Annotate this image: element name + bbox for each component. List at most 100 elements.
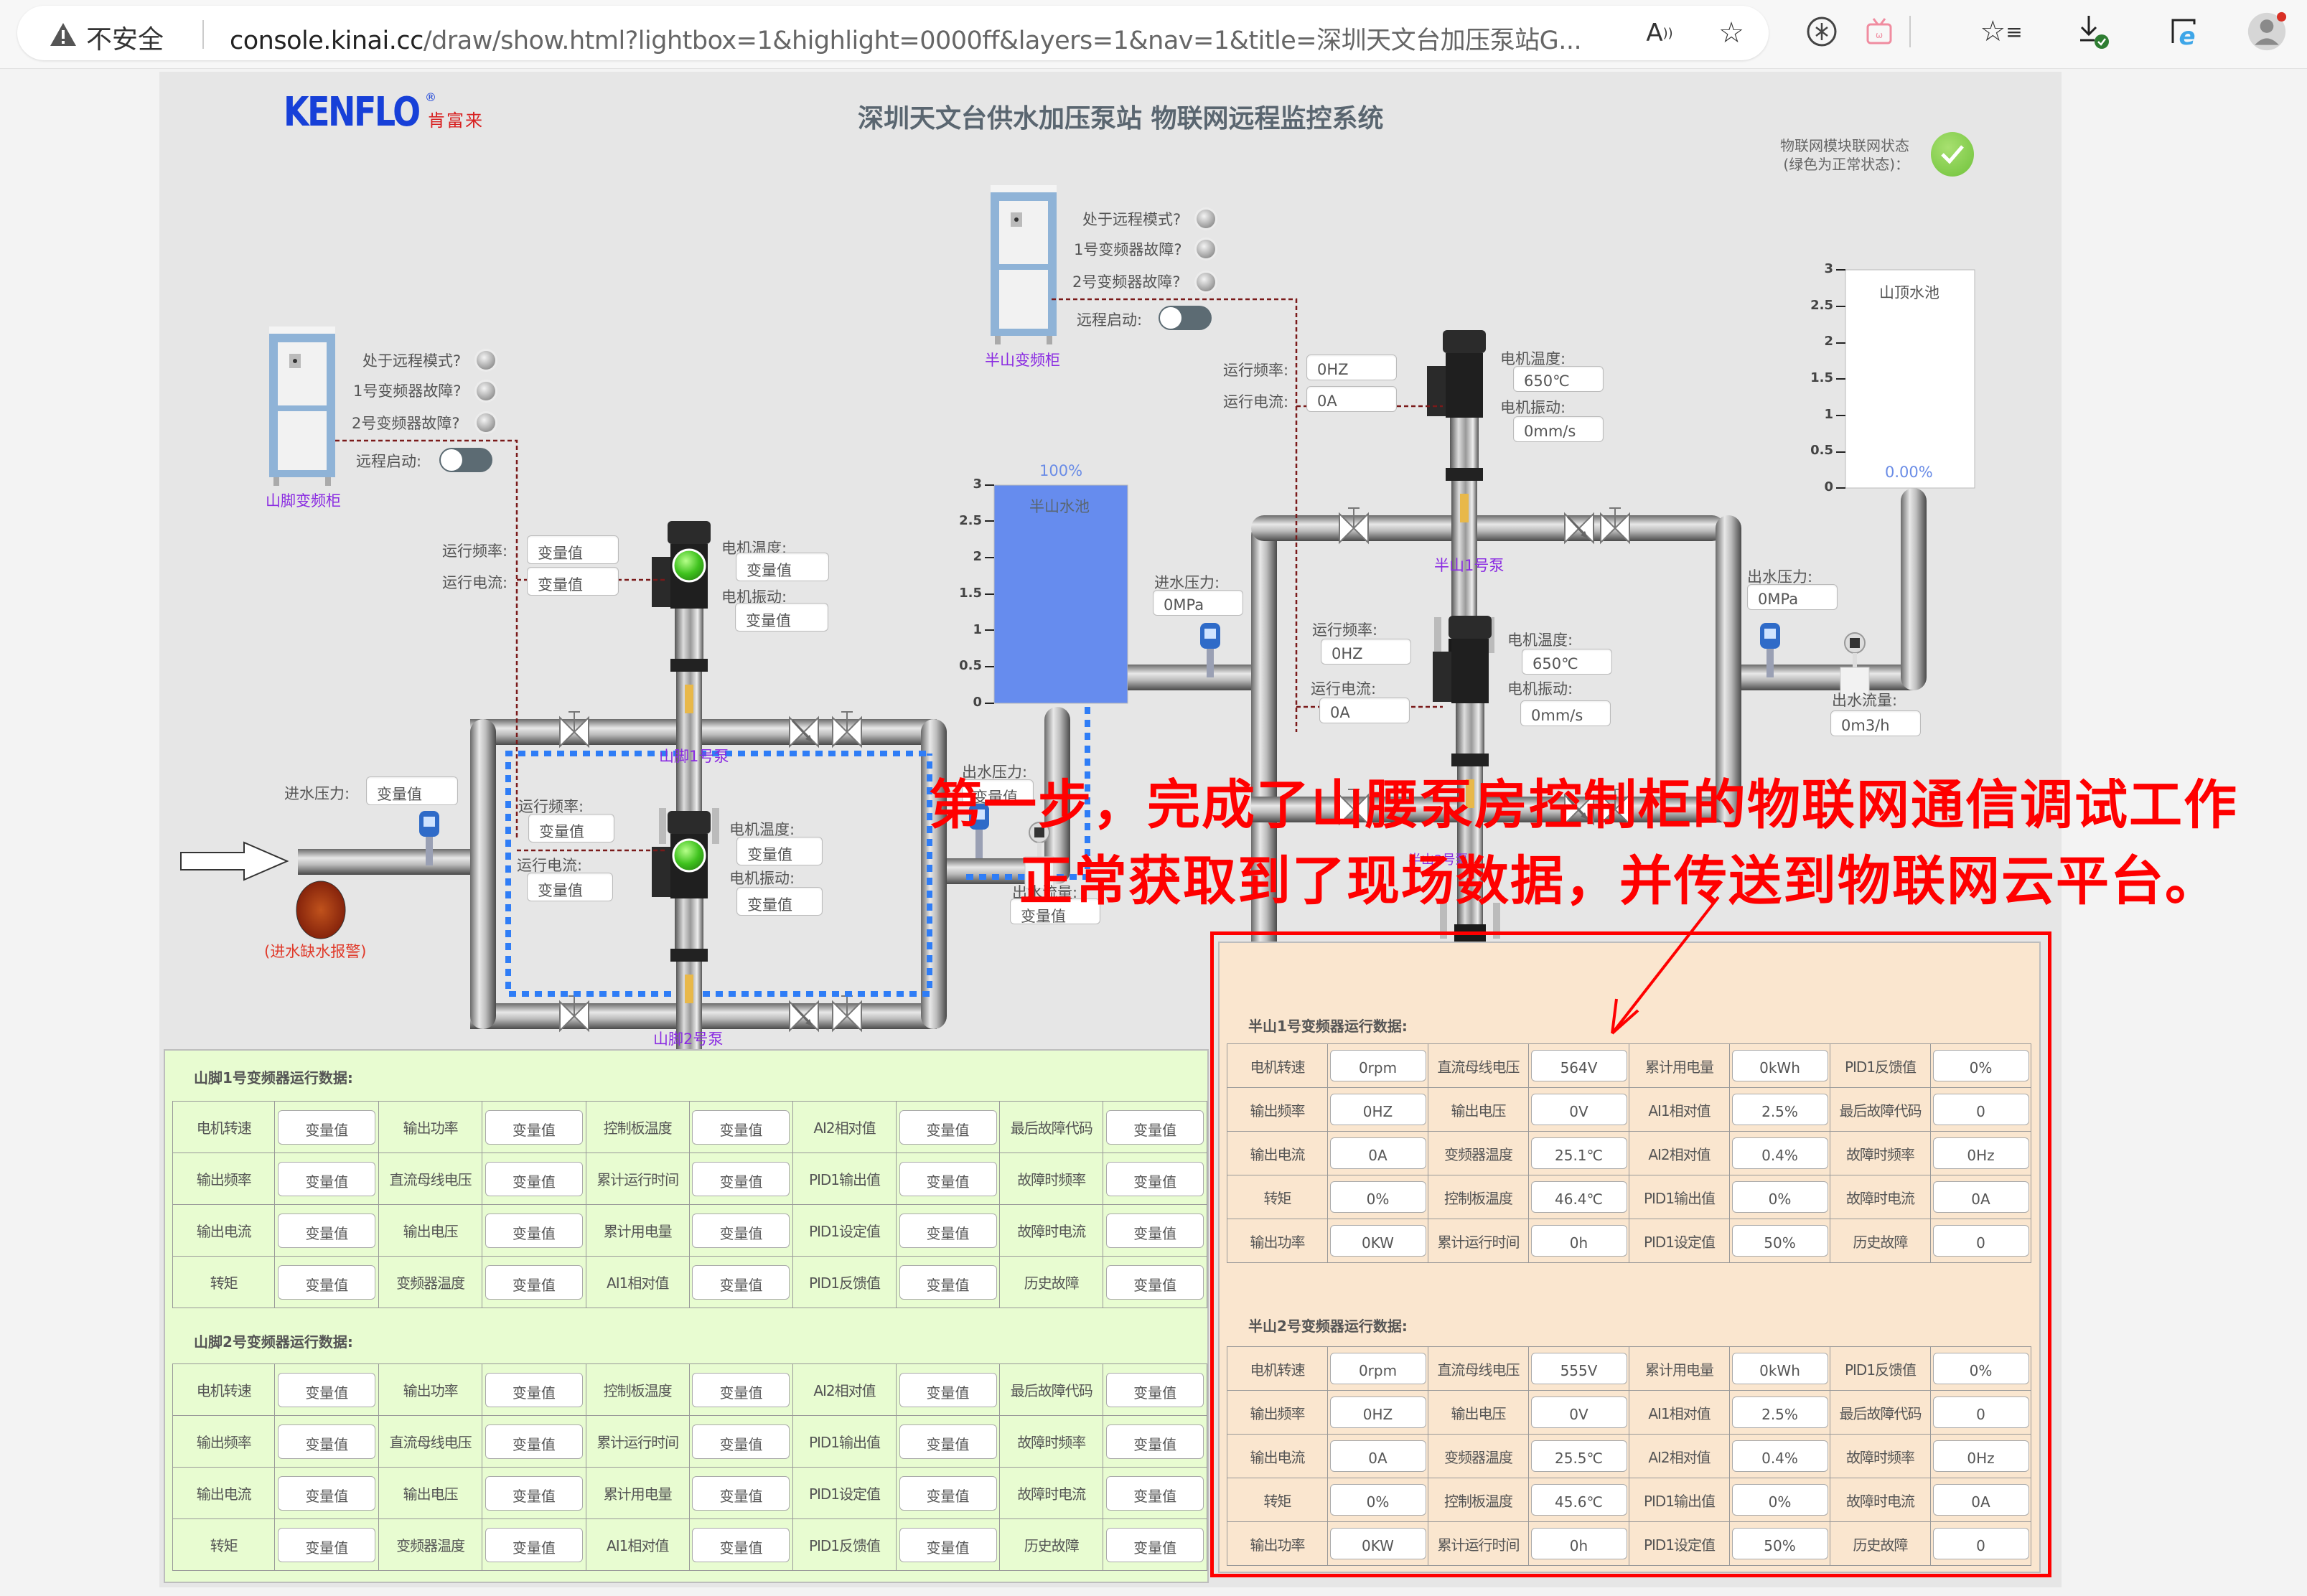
iot-status-check-icon [1931, 132, 1974, 177]
param-value-cell: 0HZ [1327, 1390, 1428, 1435]
banshan-tank-fill [993, 484, 1128, 704]
param-value-cell: 变量值 [1103, 1518, 1207, 1571]
param-value: 25.5℃ [1530, 1440, 1627, 1472]
param-value: 变量值 [278, 1264, 376, 1300]
param-value-cell: 0 [1930, 1219, 2031, 1263]
param-value-cell: 2.5% [1729, 1087, 1830, 1132]
favorite-star-icon[interactable]: ☆ [1718, 17, 1744, 50]
param-value-cell: 0V [1528, 1087, 1629, 1132]
bs-vfd2-fault-led [1197, 273, 1215, 291]
bs-p2-temp-label: 电机温度: [1507, 632, 1573, 649]
param-value-cell: 变量值 [274, 1204, 380, 1257]
param-value: 变量值 [692, 1161, 790, 1196]
axis-tick-label: 3 [973, 477, 982, 492]
param-value-cell: 0A [1327, 1434, 1428, 1478]
bilibili-icon[interactable]: ω [1859, 11, 1899, 52]
profile-avatar[interactable] [2247, 11, 2287, 52]
sj-left-pipe [470, 719, 496, 1029]
param-value: 变量值 [899, 1372, 997, 1407]
downloads-icon[interactable] [2074, 11, 2115, 52]
inlet-pipe [298, 849, 477, 875]
url-text[interactable]: console.kinai.cc/draw/show.html?lightbox… [230, 20, 1582, 57]
extension-icon[interactable] [1802, 11, 1842, 52]
sj-vfd1-fault-label: 1号变频器故障? [353, 382, 462, 400]
param-value: 0% [1731, 1484, 1828, 1516]
param-label: 输出频率 [172, 1153, 276, 1205]
sj-flow-indicator [505, 751, 932, 997]
param-label: 故障时电流 [999, 1467, 1104, 1519]
axis-tick-label: 2 [1824, 334, 1833, 349]
address-bar[interactable]: 不安全 console.kinai.cc/draw/show.html?ligh… [17, 6, 1769, 60]
param-label: 历史故障 [1830, 1521, 1931, 1566]
param-value-cell: 变量值 [482, 1256, 586, 1308]
param-label: PID1反馈值 [1830, 1043, 1931, 1088]
param-value: 0V [1530, 1396, 1627, 1428]
param-label: 电机转速 [172, 1101, 276, 1153]
read-aloud-icon[interactable]: A)) [1646, 19, 1673, 47]
param-value-cell: 0Hz [1930, 1434, 2031, 1478]
param-label: 输出电流 [1227, 1131, 1328, 1175]
param-value-cell: 变量值 [274, 1256, 380, 1308]
bs-pump2-label: 半山2号泵 [1408, 853, 1469, 868]
param-label: AI1相对值 [585, 1256, 690, 1308]
sj-p2-temp-value: 变量值 [736, 837, 823, 865]
bs-inlet-pipe [1128, 665, 1264, 690]
bs-pump1-label: 半山1号泵 [1434, 557, 1505, 574]
bs-cabinet-label: 半山变频柜 [985, 352, 1060, 369]
param-label: AI2相对值 [792, 1101, 897, 1153]
param-label: 故障时频率 [999, 1153, 1104, 1205]
param-label: 历史故障 [999, 1256, 1104, 1308]
param-value-cell: 变量值 [895, 1415, 1001, 1468]
bs-remote-start-toggle[interactable] [1159, 306, 1212, 330]
param-value: 0 [1932, 1528, 2029, 1559]
param-value-cell: 变量值 [1103, 1363, 1207, 1416]
sj-p1-current-label: 运行电流: [442, 574, 508, 591]
param-value-cell: 变量值 [895, 1518, 1001, 1571]
favorites-list-icon[interactable]: ☆≡ [1980, 15, 2023, 48]
bs-top-pipe [1251, 515, 1725, 541]
sj-p2-temp-label: 电机温度: [729, 821, 795, 838]
banshan-tank-axis [985, 484, 994, 704]
param-value-cell: 50% [1729, 1219, 1830, 1263]
param-label: 输出频率 [1227, 1390, 1328, 1435]
param-label: AI1相对值 [585, 1518, 690, 1571]
sj-remote-start-toggle[interactable] [439, 448, 492, 472]
param-value: 0A [1329, 1137, 1426, 1169]
param-label: 输出频率 [1227, 1087, 1328, 1132]
param-value: 变量值 [485, 1424, 583, 1459]
param-value: 变量值 [899, 1475, 997, 1511]
param-value-cell: 变量值 [482, 1415, 586, 1468]
param-value: 0% [1932, 1050, 2029, 1081]
param-value-cell: 0% [1327, 1175, 1428, 1219]
param-label: 累计用电量 [585, 1204, 690, 1257]
banshan-tank-name: 半山水池 [1029, 498, 1090, 515]
kenflo-logo: KENFLO [284, 89, 421, 136]
bs-outlet-pressure-label: 出水压力: [1747, 568, 1813, 586]
param-value: 变量值 [899, 1109, 997, 1145]
sj-pump2-graphic [652, 811, 719, 1148]
sj-right-pipe [921, 719, 947, 1029]
param-value-cell: 0.4% [1729, 1434, 1830, 1478]
param-value: 0h [1530, 1225, 1627, 1257]
sj-outlet-pressure-label: 出水压力: [962, 764, 1028, 781]
param-label: AI2相对值 [1629, 1434, 1730, 1478]
param-value-cell: 25.1℃ [1528, 1131, 1629, 1175]
sj-inlet-pressure-value: 变量值 [366, 776, 458, 805]
param-label: AI1相对值 [1629, 1087, 1730, 1132]
param-value: 0% [1329, 1484, 1426, 1516]
security-status[interactable]: 不安全 [86, 25, 164, 55]
ie-mode-icon[interactable]: e [2164, 11, 2204, 52]
param-value-cell: 46.4℃ [1528, 1175, 1629, 1219]
sj-p2-current-label: 运行电流: [517, 857, 583, 874]
param-value: 变量值 [1106, 1475, 1204, 1511]
axis-tick-label: 0 [973, 695, 982, 710]
param-label: 故障时电流 [1830, 1175, 1931, 1219]
param-value: 变量值 [692, 1527, 790, 1562]
param-label: 累计用电量 [1629, 1346, 1730, 1391]
param-value: 0rpm [1329, 1353, 1426, 1384]
